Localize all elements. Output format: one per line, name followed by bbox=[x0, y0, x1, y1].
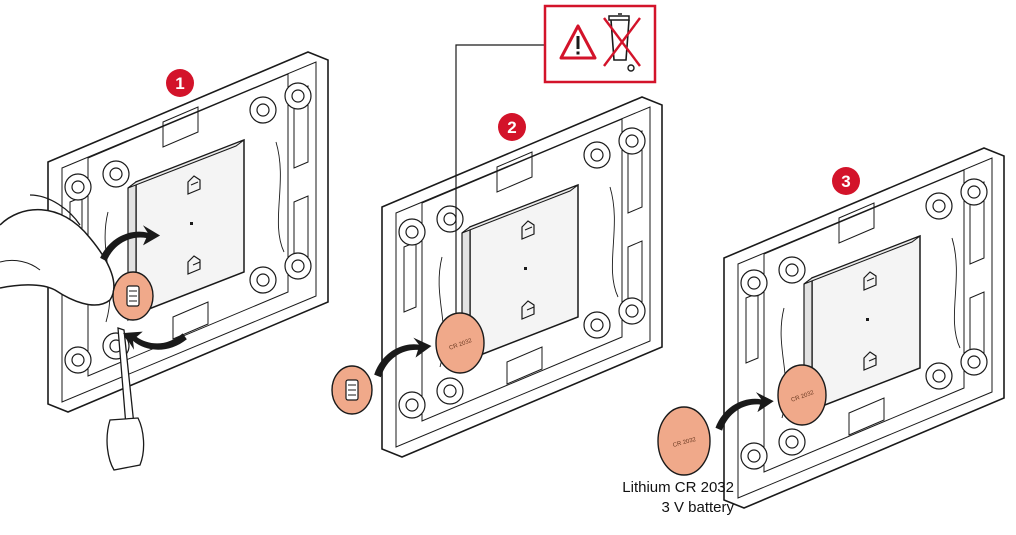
step-3-new-battery: CR 2032 bbox=[657, 406, 711, 476]
warning-triangle-icon bbox=[559, 24, 597, 60]
step-1-badge: 1 bbox=[166, 69, 194, 97]
warning-panel bbox=[455, 4, 657, 330]
screwdriver-illustration bbox=[106, 327, 145, 471]
battery-caption: Lithium CR 2032 3 V battery bbox=[622, 478, 734, 518]
battery-caption-line1: Lithium CR 2032 bbox=[622, 479, 734, 496]
step-3-badge: 3 bbox=[832, 167, 860, 195]
step-2-plate bbox=[381, 96, 663, 458]
step-2-number: 2 bbox=[507, 118, 516, 137]
step-2-battery-cover bbox=[331, 365, 373, 415]
step-1-plate bbox=[47, 51, 329, 413]
step-3-plate bbox=[723, 147, 1005, 509]
battery-caption-line2: 3 V battery bbox=[661, 499, 734, 516]
step-3-number: 3 bbox=[841, 172, 850, 191]
finger-illustration bbox=[0, 194, 115, 306]
step-3-battery-installed: CR 2032 bbox=[777, 364, 827, 426]
step-2-badge: 2 bbox=[498, 113, 526, 141]
step-1-battery-cover bbox=[112, 271, 154, 321]
step-1-number: 1 bbox=[175, 74, 184, 93]
crossed-out-bin-icon bbox=[603, 13, 641, 72]
step-2-battery: CR 2032 bbox=[435, 312, 485, 374]
